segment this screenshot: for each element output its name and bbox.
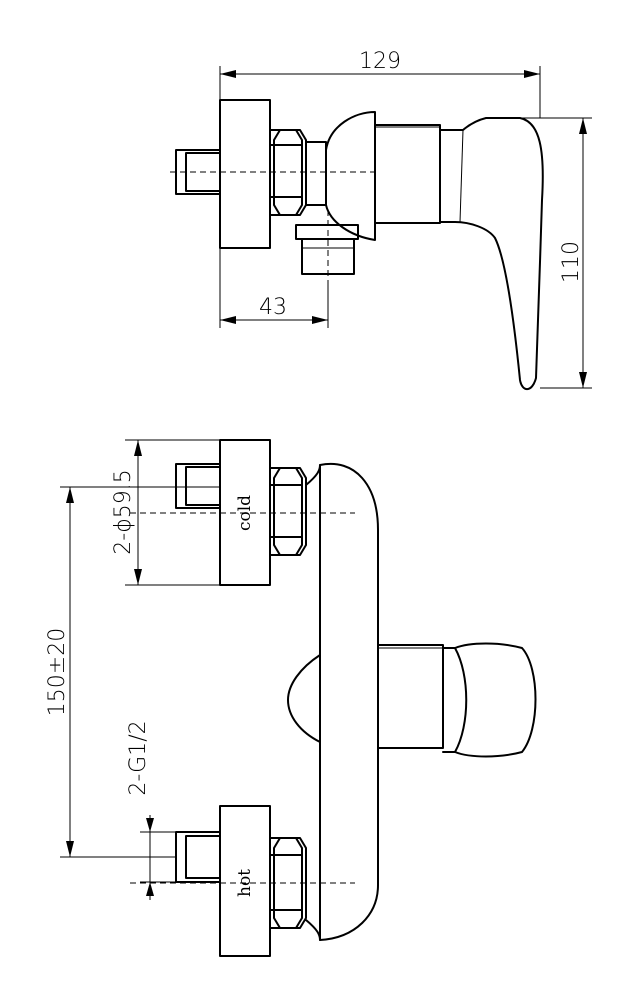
front-handle xyxy=(377,642,537,758)
dim-thread-size-value: 2-G1/2 xyxy=(126,720,151,795)
side-lever-handle xyxy=(439,117,544,391)
front-body xyxy=(319,462,379,941)
side-flange xyxy=(219,99,271,249)
cold-hex-nut xyxy=(269,467,307,556)
hot-hex-nut xyxy=(269,837,307,929)
dim-thread-size: 2-G1/2 xyxy=(126,720,176,900)
side-body xyxy=(305,111,441,241)
dim-inlet-offset-value: 43 xyxy=(259,295,287,320)
dim-inlet-spacing: 150±20 xyxy=(45,486,220,858)
dim-overall-height: 110 xyxy=(520,117,592,389)
dim-flange-diameter: 2-ϕ59.5 xyxy=(111,439,220,586)
dim-overall-height-value: 110 xyxy=(559,241,584,283)
dim-inlet-spacing-value: 150±20 xyxy=(45,628,70,716)
hot-inlet-nipple xyxy=(175,831,221,883)
dim-flange-diameter-value: 2-ϕ59.5 xyxy=(111,469,136,554)
dim-overall-width: 129 xyxy=(219,49,541,118)
hot-label: hot xyxy=(235,869,255,897)
hot-flange xyxy=(219,805,271,957)
front-dome xyxy=(287,654,321,743)
front-view: cold hot xyxy=(45,439,537,957)
side-view: 129 110 43 xyxy=(170,49,592,391)
cold-inlet-nipple xyxy=(175,463,221,509)
dim-inlet-offset: 43 xyxy=(219,248,329,328)
dim-overall-width-value: 129 xyxy=(359,49,401,74)
